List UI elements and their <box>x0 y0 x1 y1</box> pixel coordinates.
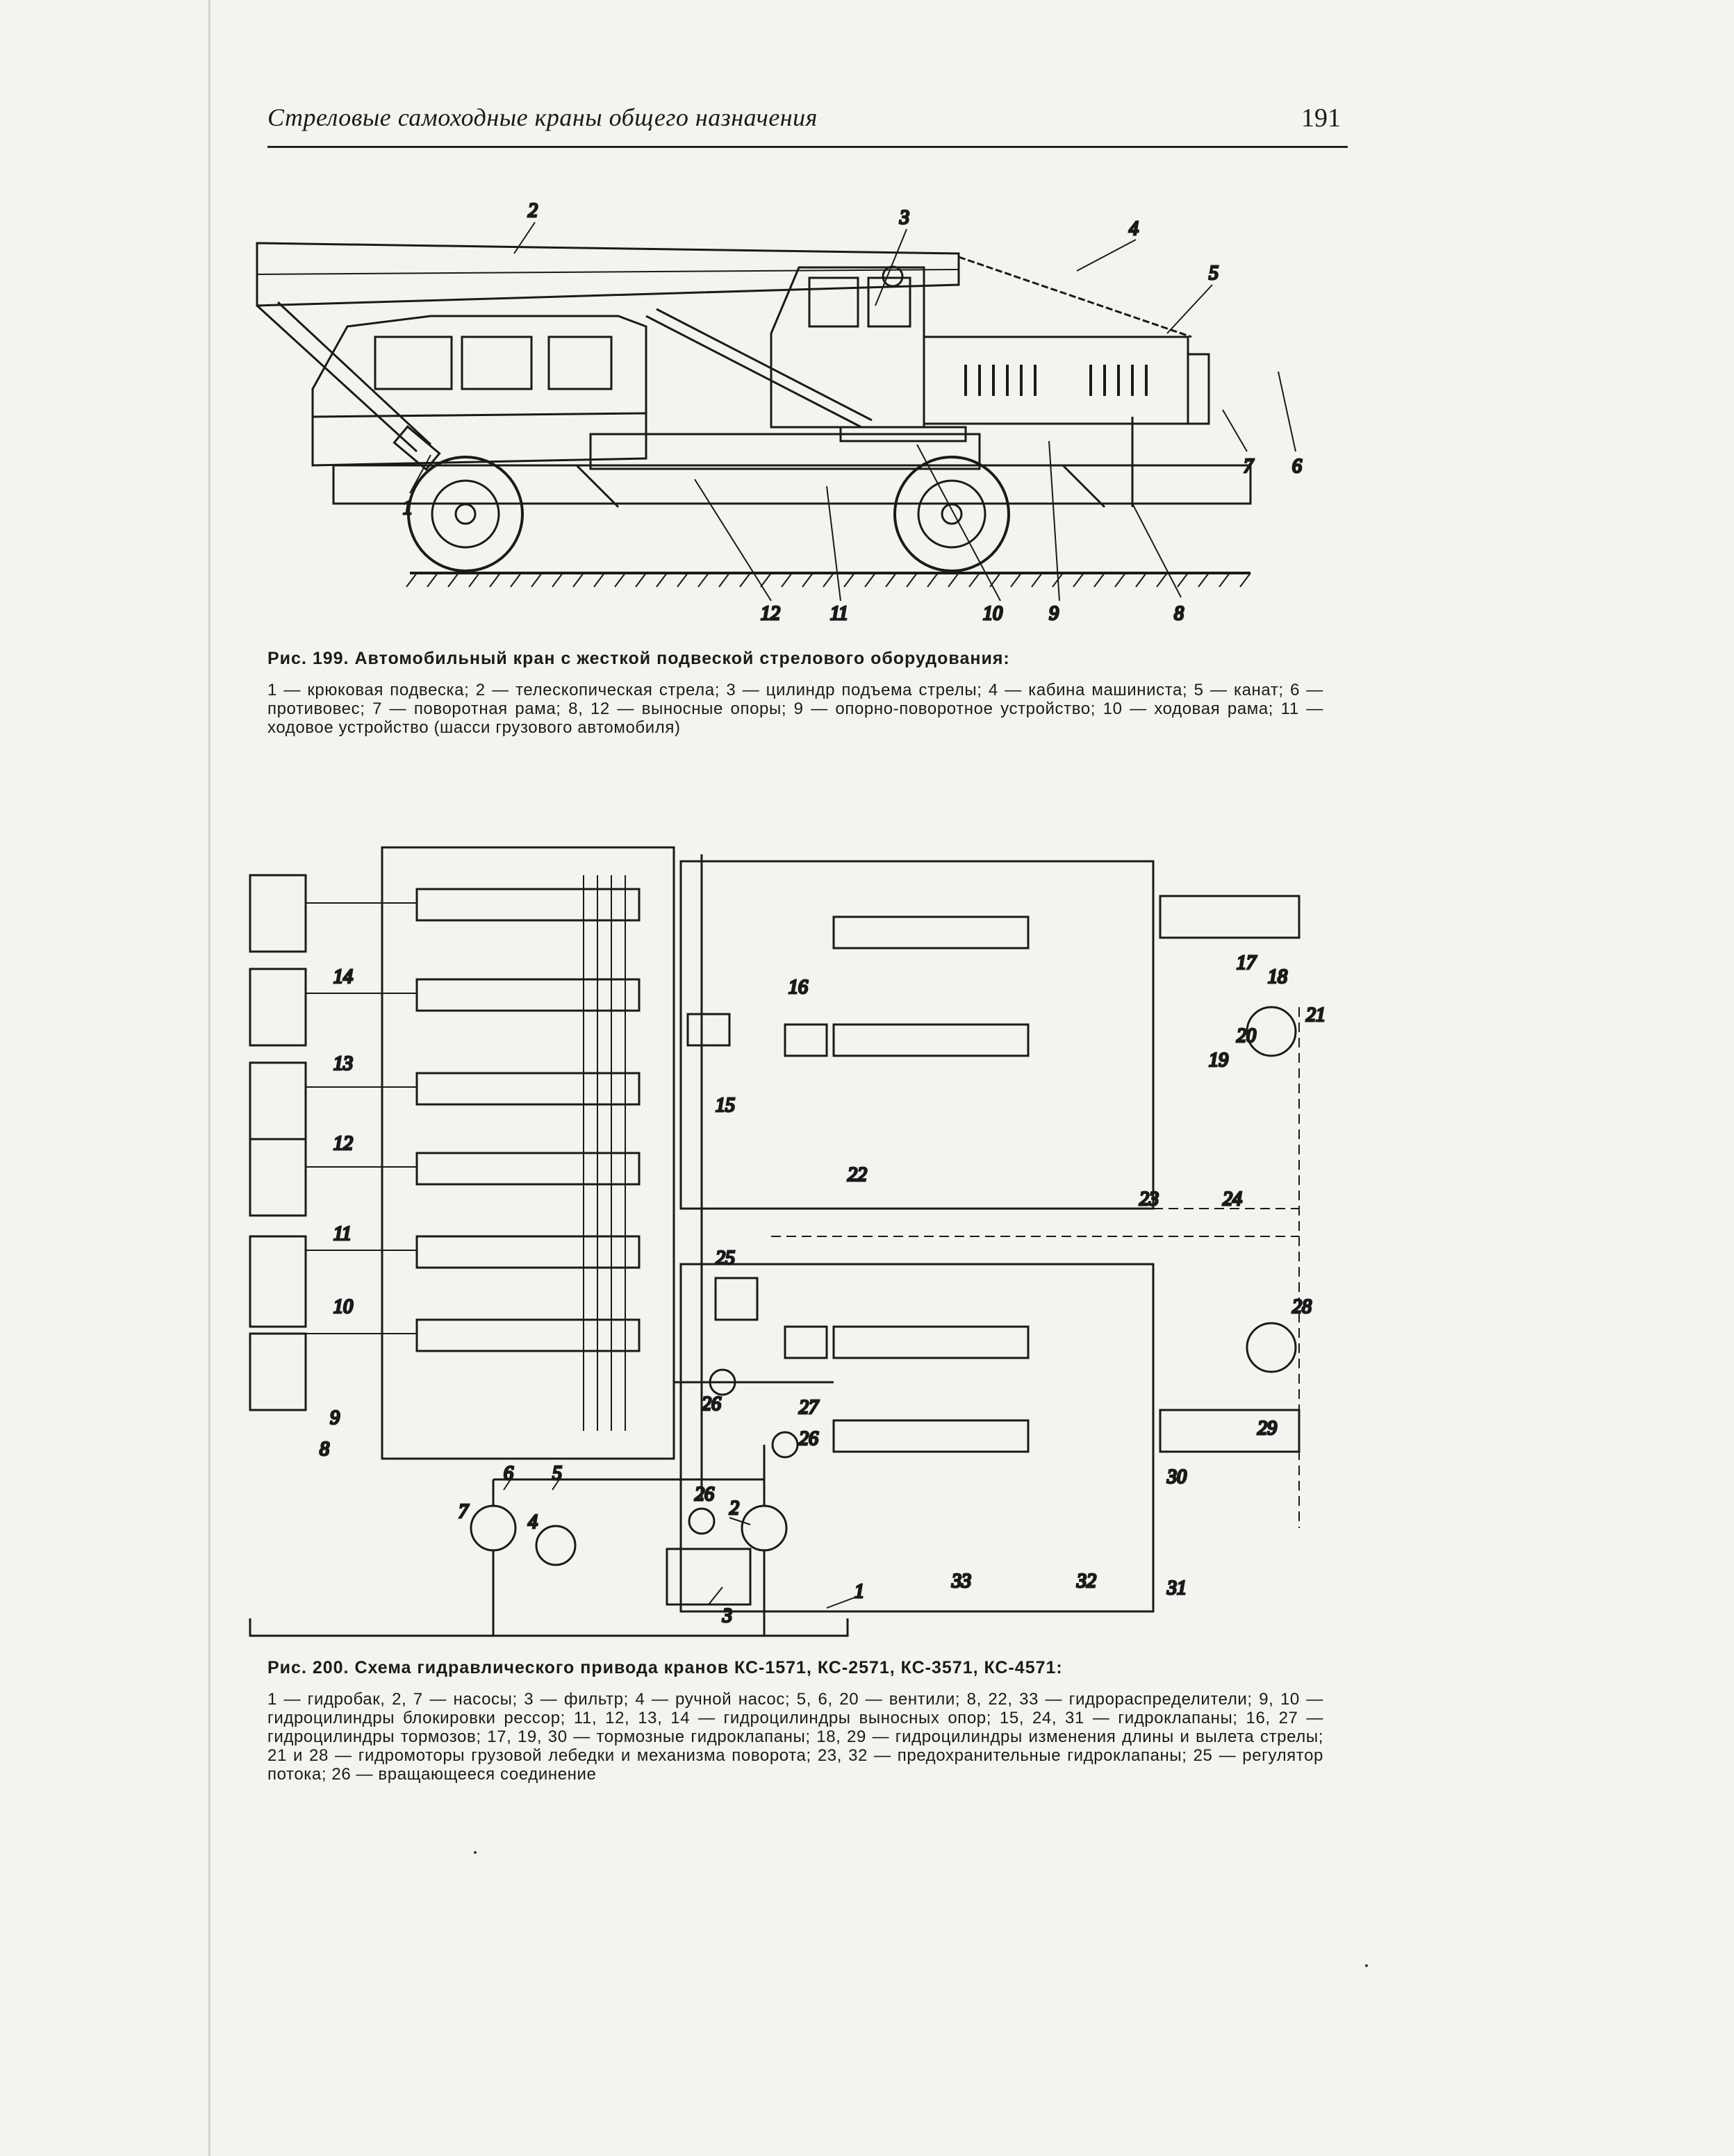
callout-30: 30 <box>1166 1466 1187 1488</box>
callout-20: 20 <box>1237 1025 1256 1047</box>
callout-26: 26 <box>702 1393 721 1415</box>
callout-13: 13 <box>333 1053 353 1075</box>
callout-3: 3 <box>899 207 909 229</box>
callout-12: 12 <box>333 1133 353 1154</box>
callout-23: 23 <box>1139 1188 1159 1210</box>
callout-29: 29 <box>1257 1418 1277 1439</box>
figure-200-caption: Рис. 200. Схема гидравлического привода … <box>267 1659 1323 1784</box>
page-number: 191 <box>1301 103 1341 133</box>
callout-8: 8 <box>1174 603 1184 624</box>
callout-5: 5 <box>552 1463 562 1484</box>
callout-4: 4 <box>1129 218 1139 240</box>
callout-17: 17 <box>1237 952 1257 974</box>
page-header: Стреловые самоходные краны общего назнач… <box>267 97 1348 148</box>
callout-2: 2 <box>528 200 538 222</box>
callout-11: 11 <box>333 1223 352 1245</box>
callout-6: 6 <box>504 1463 513 1484</box>
callout-27: 27 <box>799 1397 819 1418</box>
callout-3: 3 <box>722 1605 732 1627</box>
callout-19: 19 <box>1209 1050 1228 1071</box>
callout-1: 1 <box>403 497 413 519</box>
figure-199-truck-crane-drawing: 1 2 3 4 5 6 7 8 9 10 11 12 <box>229 188 1327 632</box>
figure-199-caption-title: Рис. 199. Автомобильный кран с жесткой п… <box>267 649 1010 668</box>
callout-24: 24 <box>1223 1188 1242 1210</box>
callout-9: 9 <box>330 1407 340 1429</box>
callout-10: 10 <box>983 603 1002 624</box>
scan-speck <box>1365 1964 1368 1967</box>
scan-page-edge <box>208 0 210 2156</box>
callout-4: 4 <box>528 1511 538 1533</box>
callout-26-c: 26 <box>695 1484 714 1505</box>
callout-33: 33 <box>951 1570 971 1592</box>
callout-26-b: 26 <box>799 1428 818 1450</box>
running-title: Стреловые самоходные краны общего назнач… <box>267 103 818 131</box>
callout-16: 16 <box>788 977 808 998</box>
figure-199-legend: 1 — крюковая подвеска; 2 — телескопическ… <box>267 681 1323 737</box>
callout-10: 10 <box>333 1296 353 1318</box>
callout-12: 12 <box>761 603 780 624</box>
callout-7: 7 <box>459 1501 469 1523</box>
callout-18: 18 <box>1268 966 1287 988</box>
callout-32: 32 <box>1076 1570 1096 1592</box>
figure-199-caption: Рис. 199. Автомобильный кран с жесткой п… <box>267 649 1323 738</box>
callout-7: 7 <box>1244 456 1254 477</box>
figure-200-hydraulic-schematic: 1 2 3 4 5 6 7 8 9 10 11 12 13 14 15 16 1… <box>243 834 1341 1639</box>
figure-200-caption-title: Рис. 200. Схема гидравлического привода … <box>267 1658 1063 1677</box>
callout-9: 9 <box>1049 603 1059 624</box>
callout-6: 6 <box>1292 456 1302 477</box>
callout-1: 1 <box>854 1581 864 1602</box>
scan-speck <box>474 1851 477 1854</box>
callout-8: 8 <box>320 1438 329 1460</box>
callout-5: 5 <box>1209 263 1219 284</box>
callout-11: 11 <box>830 603 848 624</box>
callout-15: 15 <box>716 1095 735 1116</box>
callout-21: 21 <box>1306 1004 1326 1026</box>
callout-25: 25 <box>716 1247 735 1269</box>
callout-14: 14 <box>333 966 353 988</box>
callout-2: 2 <box>729 1498 739 1519</box>
callout-31: 31 <box>1166 1577 1187 1599</box>
callout-28: 28 <box>1292 1296 1312 1318</box>
figure-200-legend: 1 — гидробак, 2, 7 — насосы; 3 — фильтр;… <box>267 1690 1323 1784</box>
callout-22: 22 <box>848 1164 867 1186</box>
